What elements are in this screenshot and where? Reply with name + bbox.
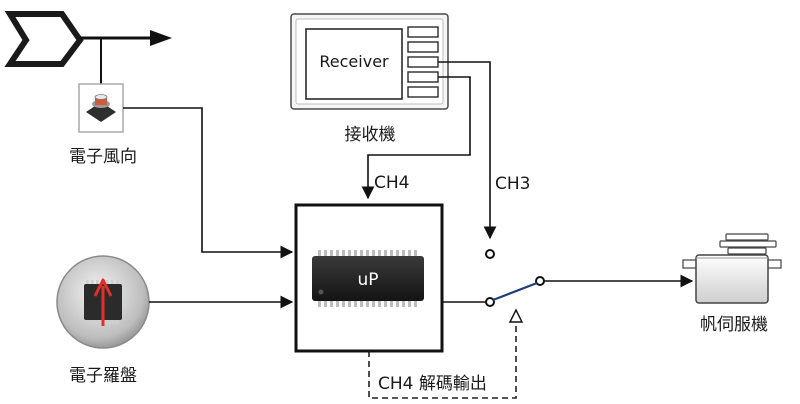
compass-label: 電子羅盤	[69, 366, 137, 386]
servo-icon	[682, 233, 782, 304]
switch-contact-ch3	[485, 249, 495, 259]
wind-vane-icon	[4, 11, 172, 90]
switch-contact-up	[485, 297, 495, 307]
switch-control-arrow	[508, 308, 524, 323]
ch4-signal-line	[361, 76, 471, 200]
receiver-display	[305, 28, 403, 100]
receiver-inner-label: Receiver	[319, 52, 389, 71]
compass-north-arrow-icon	[93, 278, 113, 326]
microprocessor-chip-icon	[312, 250, 424, 307]
receiver-label: 接收機	[345, 125, 396, 145]
receiver-channel-ports	[407, 26, 439, 98]
microprocessor-chip-label: uP	[357, 270, 378, 290]
output-switch	[485, 249, 545, 323]
ch4-decode-line	[368, 324, 517, 399]
switch-blade	[492, 281, 538, 302]
receiver-module: Receiver	[290, 13, 449, 110]
ch4-decode-label-bg	[376, 371, 512, 393]
servo-label: 帆伺服機	[700, 315, 768, 335]
wind-sensor-label: 電子風向	[69, 147, 137, 167]
wind-sensor-icon	[86, 94, 116, 122]
ch3-signal-line	[438, 61, 497, 240]
ch3-label: CH3	[495, 174, 530, 194]
wind-vane-arrowhead	[150, 30, 172, 46]
ch4-decode-label: CH4 解碼輸出	[378, 374, 487, 394]
ch4-label: CH4	[374, 173, 409, 193]
wind-sensor-module	[78, 83, 124, 133]
microprocessor-block: uP	[294, 203, 444, 353]
wind-sensor-signal-line	[123, 107, 294, 259]
compass-module	[56, 255, 150, 349]
